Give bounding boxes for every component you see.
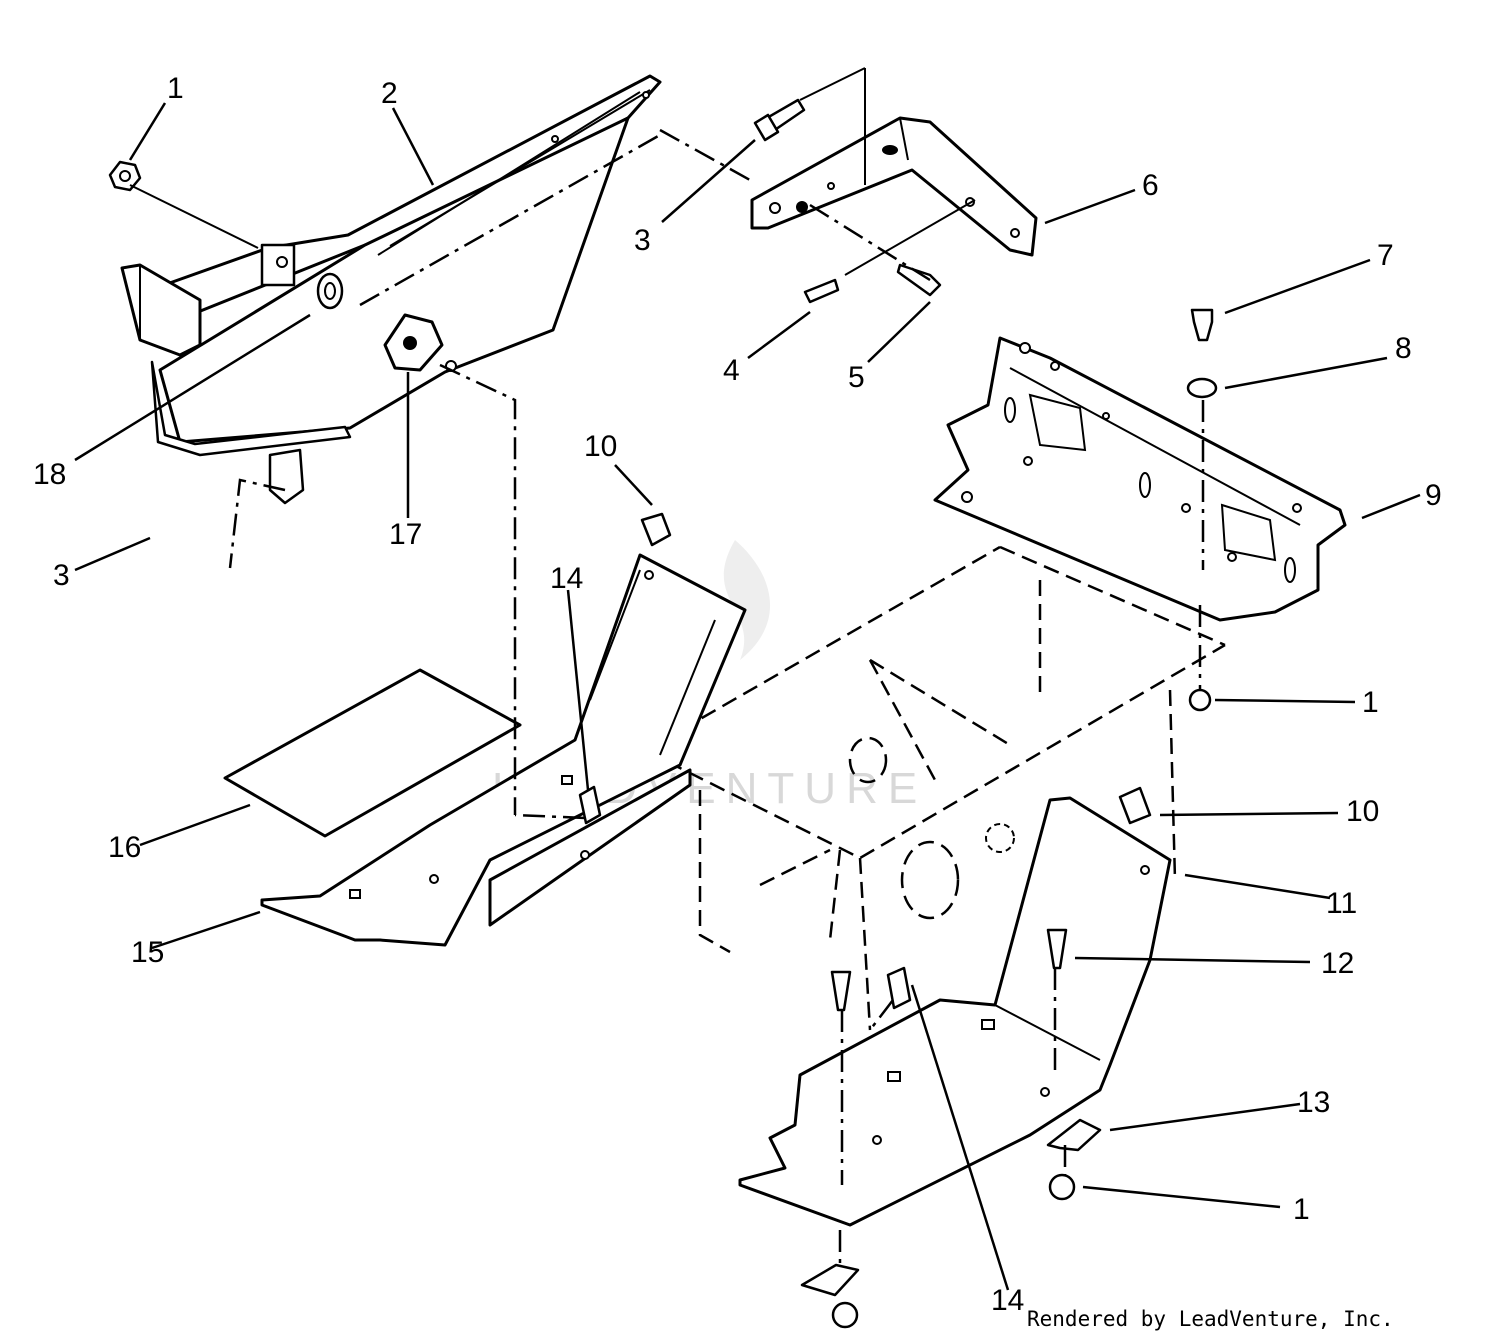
part-11-footrest-right	[738, 688, 1212, 1329]
callout-3: 3	[53, 559, 70, 592]
callout-1: 1	[167, 72, 184, 105]
callout-7: 7	[1377, 239, 1394, 272]
callout-6: 6	[1142, 169, 1159, 202]
callout-5: 5	[848, 361, 865, 394]
callout-3: 3	[634, 224, 651, 257]
callout-10: 10	[584, 430, 617, 463]
callout-11: 11	[1326, 887, 1357, 920]
callout-12: 12	[1321, 947, 1354, 980]
callout-1: 1	[1293, 1193, 1310, 1226]
callout-9: 9	[1425, 479, 1442, 512]
part-6-bracket	[750, 98, 1038, 304]
callout-17: 17	[389, 518, 422, 551]
leader-lines	[74, 102, 1421, 1291]
callout-14: 14	[550, 562, 583, 595]
callout-2: 2	[381, 77, 398, 110]
callout-13: 13	[1297, 1086, 1330, 1119]
callout-10: 10	[1346, 795, 1379, 828]
callout-4: 4	[723, 354, 740, 387]
assembly-lines	[129, 67, 1205, 1270]
part-9-plate	[933, 308, 1347, 622]
callout-18: 18	[33, 458, 66, 491]
callouts: 1 2 3 6 7 8 4 5 18 17 9 10 3 14 1 10 16 …	[33, 72, 1442, 1317]
rendered-by-footer: Rendered by LeadVenture, Inc.	[1027, 1307, 1394, 1331]
callout-16: 16	[108, 831, 141, 864]
part-15-footrest-left	[260, 512, 747, 947]
callout-14: 14	[991, 1284, 1024, 1317]
callout-1: 1	[1362, 686, 1379, 719]
callout-8: 8	[1395, 332, 1412, 365]
callout-15: 15	[131, 936, 164, 969]
part-16-mat	[223, 668, 522, 838]
